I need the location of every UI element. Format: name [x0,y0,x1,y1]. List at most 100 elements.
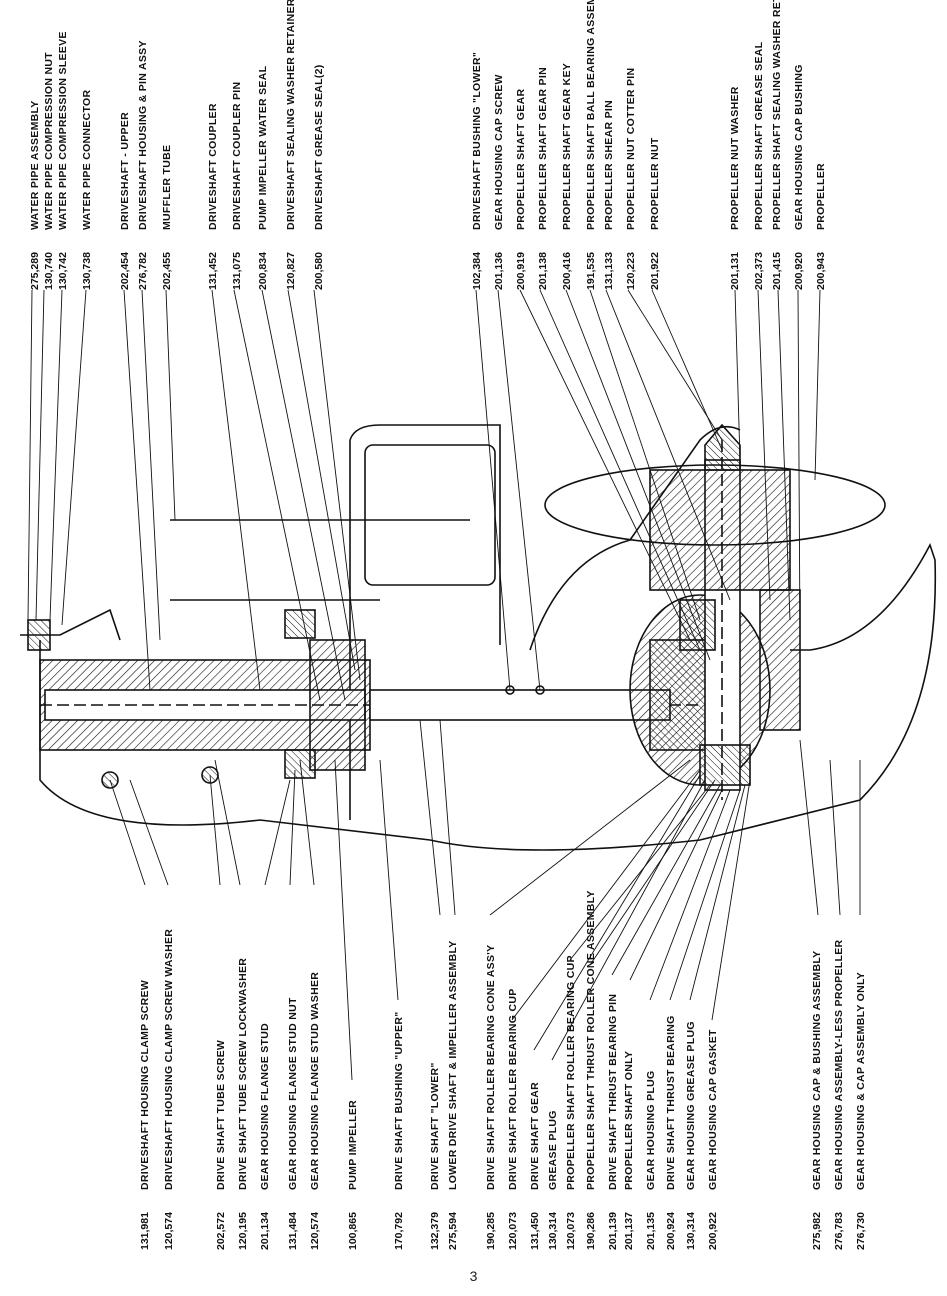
callout-description: DRIVE SHAFT ROLLER BEARING CONE ASS'Y [485,945,497,1190]
callout-description: DRIVE SHAFT THRUST BEARING [665,1015,677,1190]
callout-description: DRIVE SHAFT TUBE SCREW LOCKWASHER [237,958,249,1190]
lower-drive-shaft [369,689,671,721]
callout-part-number: 120,073 [507,1212,519,1250]
ball-bearing [679,599,716,651]
callout-description: DRIVESHAFT GREASE SEAL(2) [313,64,325,230]
callout-part-number: 200,416 [561,252,573,290]
callout-description: GEAR HOUSING FLANGE STUD WASHER [309,972,321,1190]
propeller-nut [704,423,741,471]
callout-description: GREASE PLUG [547,1110,559,1190]
callout-part-number: 202,454 [119,252,131,290]
callout-description: DRIVESHAFT HOUSING & PIN ASSY [137,40,149,230]
callout-part-number: 201,139 [607,1212,619,1250]
callout-description: PROPELLER SHAFT THRUST ROLLER CONE ASSEM… [585,890,597,1190]
callout-part-number: 120,574 [163,1212,175,1250]
page-number: 3 [469,1268,478,1284]
callout-part-number: 201,137 [623,1212,635,1250]
roller-bearing [699,744,751,786]
callout-part-number: 201,138 [537,252,549,290]
callout-description: DRIVE SHAFT GEAR [529,1082,541,1190]
callout-description: DRIVESHAFT HOUSING CLAMP SCREW [139,980,151,1190]
callout-part-number: 276,730 [855,1212,867,1250]
flange-stud-upper [284,609,316,639]
callout-description: PROPELLER NUT COTTER PIN [625,68,637,230]
drive-gear [649,639,711,751]
callout-part-number: 202,373 [753,252,765,290]
callout-part-number: 200,922 [707,1212,719,1250]
callout-description: DRIVESHAFT COUPLER PIN [231,82,243,230]
callout-part-number: 190,286 [585,1212,597,1250]
callout-part-number: 132,379 [429,1212,441,1250]
bottom-callouts: 131,981 DRIVESHAFT HOUSING CLAMP SCREW 12… [139,890,867,1250]
callout-description: PUMP IMPELLER WATER SEAL [257,65,269,230]
callout-description: GEAR HOUSING FLANGE STUD [259,1023,271,1190]
callout-part-number: 130,314 [685,1212,697,1250]
callout-description: PROPELLER SHAFT GEAR PIN [537,67,549,230]
callout-description: GEAR HOUSING FLANGE STUD NUT [287,997,299,1190]
callout-part-number: 120,223 [625,252,637,290]
callout-description: PROPELLER SHAFT BALL BEARING ASSEMBLY [585,0,597,230]
callout-part-number: 130,314 [547,1212,559,1250]
callout-description: GEAR HOUSING GREASE PLUG [685,1021,697,1190]
callout-description: DRIVESHAFT SEALING WASHER RETAINER [285,0,297,230]
callout-part-number: 201,135 [645,1212,657,1250]
callout-part-number: 131,133 [603,252,615,290]
callout-description: DRIVESHAFT BUSHING "LOWER" [471,52,483,230]
callout-part-number: 130,738 [81,252,93,290]
callout-part-number: 130,742 [57,252,69,290]
callout-part-number: 131,452 [207,252,219,290]
callout-description: PROPELLER SHAFT GEAR KEY [561,63,573,230]
callout-description: DRIVE SHAFT TUBE SCREW [215,1040,227,1190]
callout-description: PROPELLER SHAFT ONLY [623,1051,635,1190]
callout-description: PROPELLER SHEAR PIN [603,100,615,230]
callout-part-number: 120,195 [237,1212,249,1250]
pump-impeller-housing [309,639,366,771]
callout-part-number: 276,783 [833,1212,845,1250]
callout-part-number: 202,455 [161,252,173,290]
callout-description: WATER PIPE CONNECTOR [81,90,93,230]
callout-part-number: 100,865 [347,1212,359,1250]
callout-description: PROPELLER SHAFT ROLLER BEARING CUP [565,955,577,1190]
callout-part-number: 191,535 [585,252,597,290]
callout-description: DRIVE SHAFT ROLLER BEARING CUP [507,988,519,1190]
callout-part-number: 102,384 [471,252,483,290]
gear-housing-cap [759,589,801,731]
gear-housing-drawing [20,423,937,851]
callout-description: PROPELLER SHAFT SEALING WASHER RETAINER [771,0,783,230]
callout-description: PUMP IMPELLER [347,1100,359,1190]
callout-description: WATER PIPE ASSEMBLY [29,100,41,230]
callout-part-number: 120,574 [309,1212,321,1250]
callout-part-number: 201,134 [259,1212,271,1250]
callout-description: GEAR HOUSING ASSEMBLY-LESS PROPELLER [833,939,845,1190]
callout-description: DRIVE SHAFT THRUST BEARING PIN [607,994,619,1190]
exhaust-outlet [364,444,496,586]
callout-part-number: 200,924 [665,1212,677,1250]
callout-part-number: 120,073 [565,1212,577,1250]
water-pipe-connector [27,619,51,651]
callout-description: GEAR HOUSING CAP SCREW [493,74,505,230]
callout-part-number: 200,919 [515,252,527,290]
callout-part-number: 131,981 [139,1212,151,1250]
gear-housing-outline [39,542,937,851]
callout-description: GEAR HOUSING CAP BUSHING [793,64,805,230]
callout-description: DRIVESHAFT - UPPER [119,112,131,230]
callout-part-number: 190,285 [485,1212,497,1250]
callout-description: PROPELLER SHAFT GEAR [515,89,527,230]
callout-part-number: 170,792 [393,1212,405,1250]
callout-part-number: 275,289 [29,252,41,290]
callout-description: GEAR HOUSING PLUG [645,1071,657,1190]
callout-part-number: 200,920 [793,252,805,290]
callout-part-number: 201,922 [649,252,661,290]
callout-part-number: 201,131 [729,252,741,290]
callout-description: PROPELLER [815,163,827,230]
callout-description: GEAR HOUSING & CAP ASSEMBLY ONLY [855,972,867,1190]
callout-part-number: 200,834 [257,252,269,290]
callout-description: DRIVESHAFT COUPLER [207,103,219,230]
callout-part-number: 120,827 [285,252,297,290]
callout-description: GEAR HOUSING CAP GASKET [707,1029,719,1190]
callout-part-number: 200,580 [313,252,325,290]
callout-part-number: 201,136 [493,252,505,290]
callout-description: PROPELLER NUT [649,137,661,230]
